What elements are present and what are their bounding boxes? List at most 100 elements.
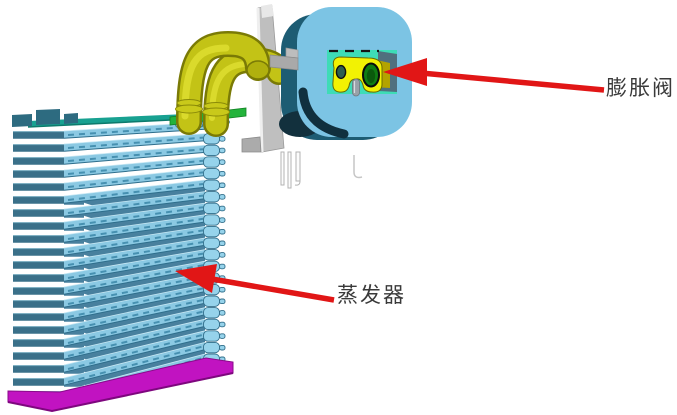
- tube-bobbin: [203, 167, 220, 180]
- tube-bobbin: [203, 225, 220, 238]
- fin-bottom-edge: [63, 279, 206, 308]
- fin-top-edge: [63, 295, 206, 327]
- evaporator-arrow-head: [175, 264, 217, 293]
- tube-nub: [219, 136, 226, 142]
- top-tab: [12, 114, 32, 127]
- fin-bottom-edge: [63, 233, 206, 256]
- side-plate-bar: [13, 222, 64, 230]
- fin-louver-stripe: [67, 322, 204, 357]
- pin: [280, 151, 285, 186]
- tube-nub: [219, 228, 226, 235]
- fin-bottom-edge: [63, 221, 206, 243]
- tube-bobbin: [203, 249, 220, 261]
- fin-bottom-edge: [63, 291, 206, 321]
- top-tab: [36, 109, 60, 125]
- top-tab: [64, 113, 78, 124]
- fin-louver-stripe: [67, 345, 204, 383]
- fin-louver-stripe: [67, 229, 204, 253]
- fin-louver-stripe: [67, 206, 204, 227]
- tube-bobbin: [203, 295, 220, 307]
- side-plate-bar: [13, 274, 64, 282]
- side-plate-bar: [13, 365, 64, 373]
- fin-top-edge: [63, 214, 206, 236]
- side-plate-bar: [13, 157, 64, 165]
- fin-louver-stripe: [67, 241, 204, 266]
- wire-mark: [353, 155, 363, 179]
- tube-nub: [219, 194, 226, 200]
- side-plate-bar: [13, 170, 64, 178]
- pin-hook: [294, 180, 301, 186]
- tube-nub: [219, 182, 226, 189]
- tube-nub: [219, 344, 226, 351]
- side-plate-bar: [13, 131, 64, 139]
- tube-nub: [219, 310, 226, 316]
- fin-top-edge: [63, 284, 206, 314]
- tube-nub: [219, 159, 226, 165]
- fin-louver-stripe: [67, 217, 204, 240]
- side-plate-bar: [13, 209, 64, 217]
- fin-bottom-edge: [63, 244, 206, 269]
- fin-top-edge: [63, 237, 206, 262]
- evaporator-core: [7, 109, 234, 413]
- tube-bobbin: [203, 318, 220, 331]
- tube-bobbin: [203, 202, 220, 215]
- fin-top-edge: [63, 168, 206, 184]
- fin-bottom-edge: [63, 175, 206, 191]
- bracket-foot: [241, 136, 262, 153]
- side-plate-bar: [13, 248, 64, 256]
- side-plate-bar: [13, 326, 64, 334]
- fin-louver-stripe: [67, 148, 204, 162]
- tube-bobbin: [203, 330, 220, 342]
- fin-bottom-edge: [63, 209, 206, 230]
- fin-bottom-edge: [63, 186, 206, 204]
- fin-top-edge: [63, 202, 206, 223]
- ledge-body: [269, 54, 299, 71]
- fin-louver-stripe: [67, 275, 204, 305]
- base-plate-edge: [7, 372, 234, 413]
- fin-louver-stripe: [67, 194, 204, 214]
- tube-bobbin: [203, 341, 220, 354]
- label-evaporator: 蒸发器: [337, 284, 406, 307]
- fin-top-edge: [63, 318, 206, 353]
- fin-bottom-edge: [63, 302, 206, 334]
- tube-bobbin: [203, 179, 220, 191]
- side-plate-bar: [13, 183, 64, 191]
- side-plate-bar: [13, 144, 64, 152]
- fin-bottom-edge: [63, 349, 206, 386]
- fin-louver-stripe: [67, 183, 204, 201]
- valve-arrow-head: [383, 58, 427, 86]
- pin: [295, 151, 301, 182]
- fin-top-edge: [63, 353, 206, 392]
- tube-bobbin: [203, 214, 220, 226]
- side-plate-bar: [13, 352, 64, 360]
- evaporator-arrow-line: [211, 276, 335, 303]
- valve-bottom-shadow: [298, 87, 349, 139]
- fin-bottom-edge: [63, 314, 206, 347]
- fin-top-edge: [63, 342, 206, 379]
- tube-nub: [219, 298, 226, 305]
- fin-top-edge: [63, 226, 206, 249]
- fin-louver-stripe: [67, 264, 204, 292]
- tube-nub: [219, 252, 226, 258]
- fin-louver-stripe: [67, 287, 204, 318]
- tube-column: [203, 133, 226, 365]
- label-expansion-valve: 膨胀阀: [606, 77, 675, 100]
- valve-port-bore: [366, 69, 376, 83]
- fin-top-edge: [63, 144, 206, 158]
- side-plate-bar: [13, 261, 64, 269]
- side-plate-bar: [13, 378, 64, 386]
- tube-nub: [219, 286, 226, 293]
- fin-louver-stripe: [67, 252, 204, 279]
- side-plate-bar: [13, 339, 64, 347]
- tube-bobbin: [203, 144, 220, 157]
- tube-nub: [219, 147, 226, 154]
- tube-bobbin: [203, 191, 220, 203]
- front-pipe: [178, 33, 269, 133]
- ledge-step: [285, 47, 299, 59]
- side-plate-bar: [13, 313, 64, 321]
- bracket-top-tab: [261, 4, 274, 18]
- base-plate: [7, 357, 234, 413]
- pipe-collar-ring: [175, 104, 203, 114]
- fin-top-edge: [63, 179, 206, 197]
